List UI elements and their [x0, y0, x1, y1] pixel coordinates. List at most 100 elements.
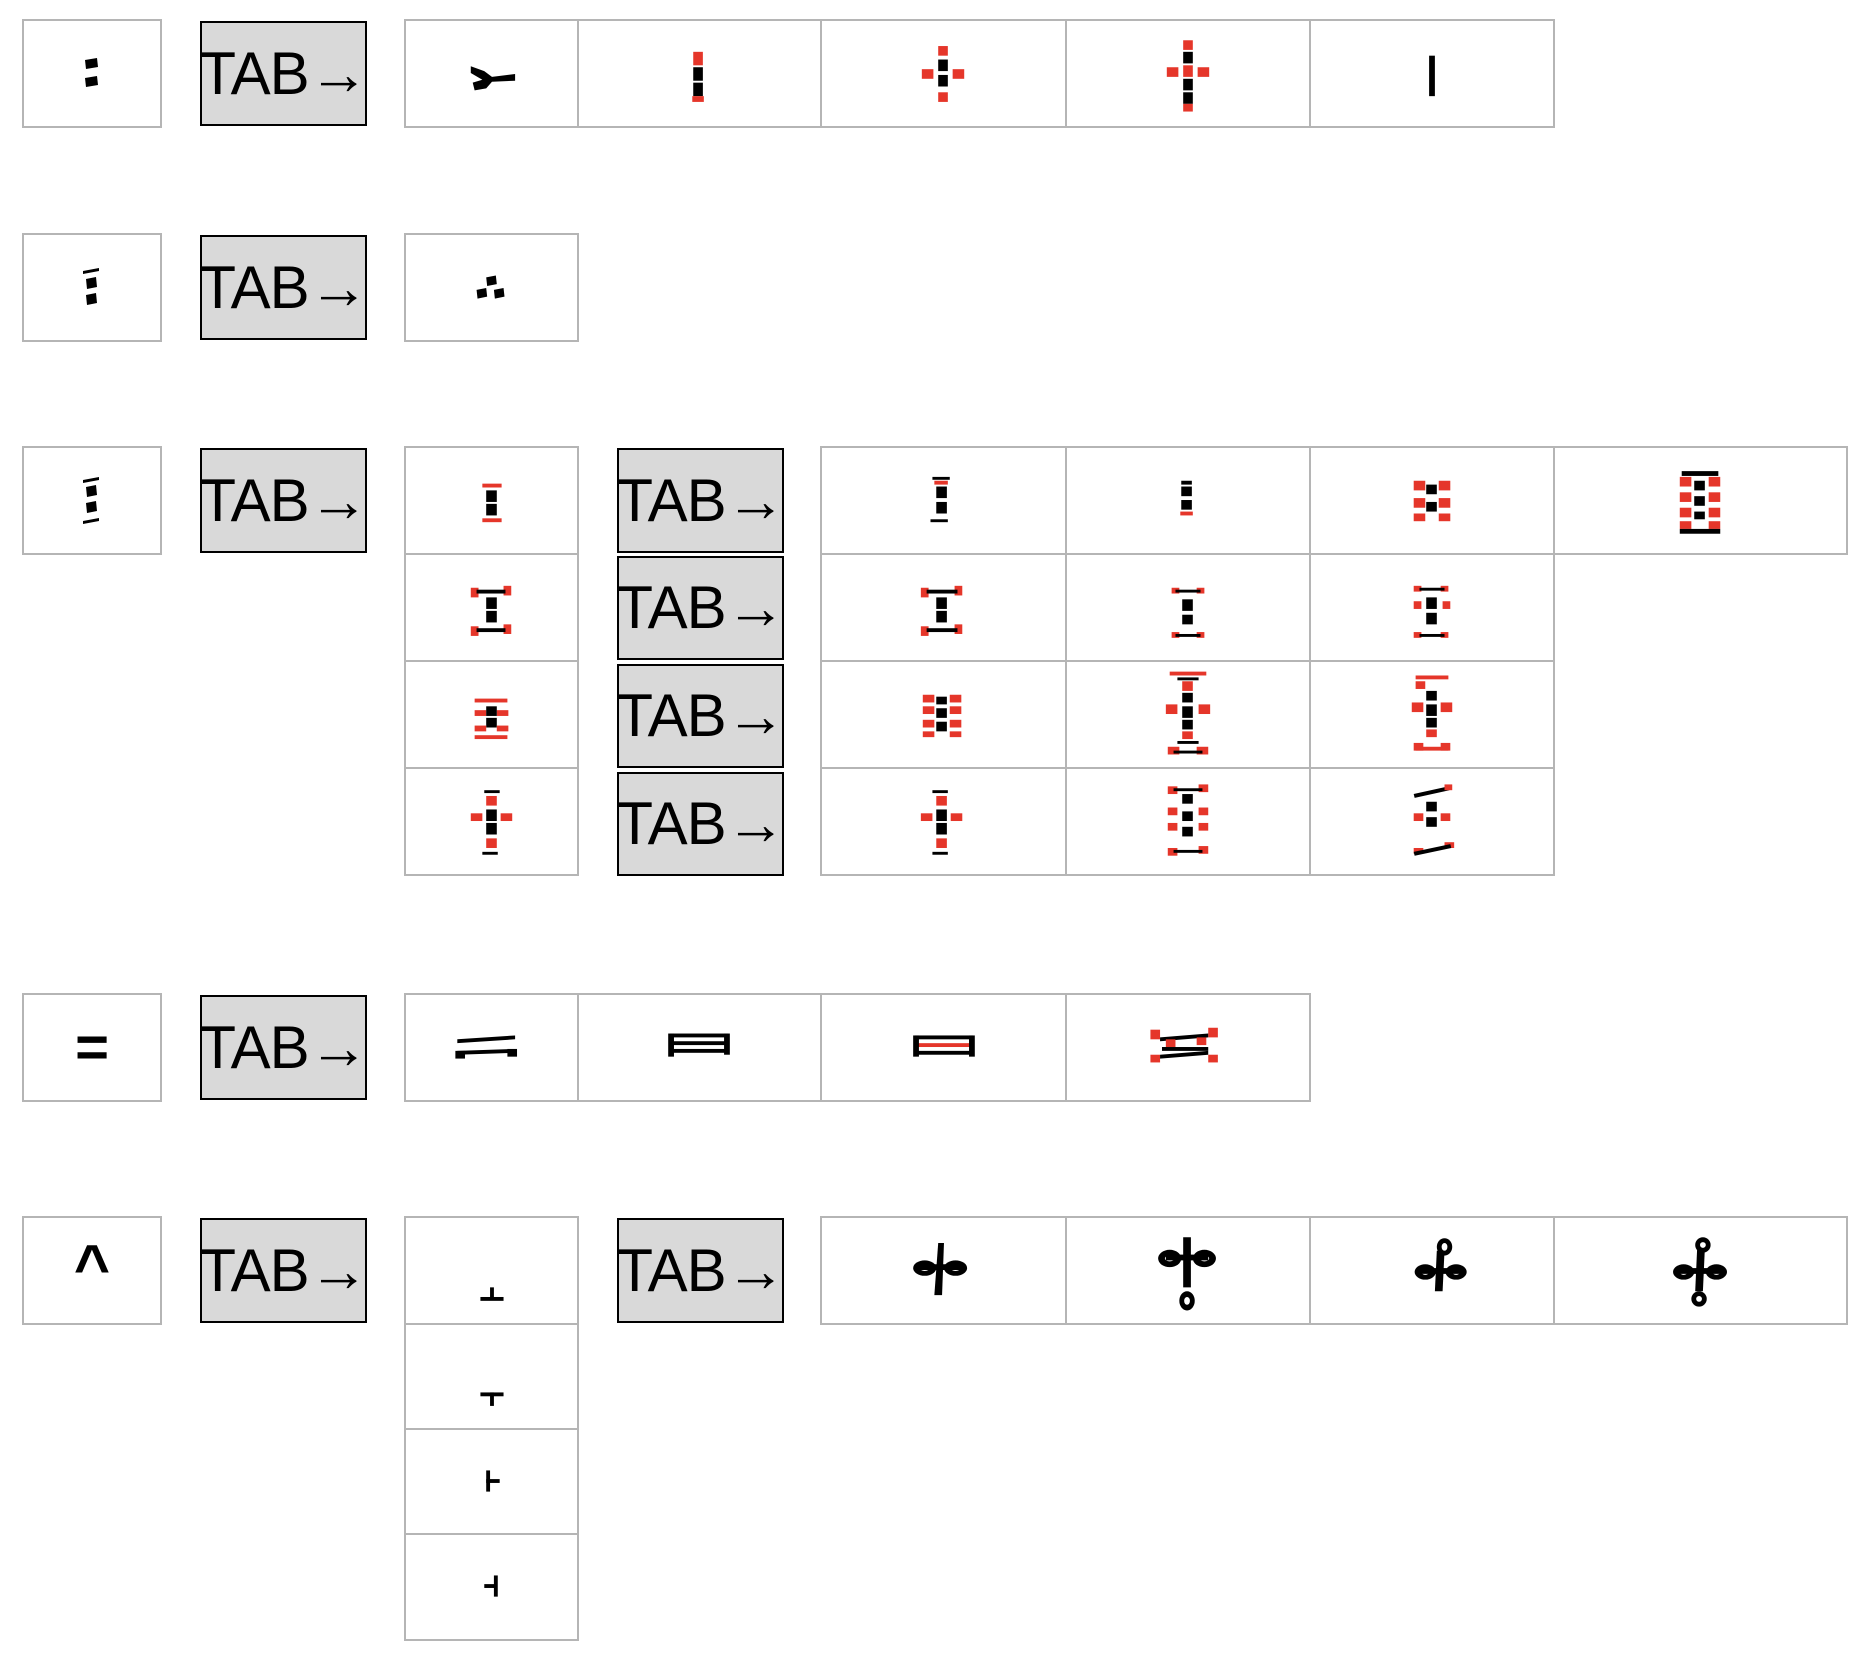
- glyph-cell[interactable]: [1309, 19, 1555, 128]
- bracketed-double-bar-glyph-icon: [1150, 1027, 1218, 1063]
- cross-bars-glyph-icon: [920, 790, 963, 855]
- cross-dotted-glyph-icon: [921, 46, 965, 102]
- tab-label: TAB→: [199, 39, 368, 107]
- vertical-dotted-glyph-icon: [692, 51, 704, 102]
- glyph-cell[interactable]: [1065, 993, 1311, 1102]
- key-equals-label: =: [75, 1014, 109, 1080]
- tab-label: TAB→: [616, 1236, 785, 1304]
- glyph-cell[interactable]: [820, 1216, 1067, 1325]
- double-bar-glyph-icon: [455, 1035, 518, 1059]
- double-dot-glyph-icon: [85, 57, 98, 87]
- tall-grid-dots-glyph-icon: [1679, 471, 1721, 534]
- glyph-cell[interactable]: [1553, 446, 1848, 555]
- bar-dots-bar-glyph-icon: [482, 483, 502, 523]
- cross-bars-glyph-icon: [470, 790, 513, 855]
- key-double-dot-bars[interactable]: [22, 446, 162, 555]
- glyph-cell[interactable]: [1065, 553, 1311, 662]
- tab-key[interactable]: TAB→: [616, 448, 786, 553]
- glyph-cell[interactable]: [404, 993, 579, 1102]
- bracketed-dots-glyph-icon: [470, 585, 512, 636]
- y-bar-glyph-icon: [470, 66, 516, 91]
- triple-bar-glyph-icon: [668, 1033, 730, 1057]
- glyph-cell[interactable]: [1309, 660, 1555, 769]
- glyph-cell[interactable]: [820, 660, 1067, 769]
- tab-key[interactable]: TAB→: [199, 1218, 369, 1323]
- glyph-cell[interactable]: [404, 1428, 579, 1535]
- loop-cross-top-glyph-icon: [1414, 1238, 1467, 1292]
- bracketed-dots-glyph-icon: [920, 585, 963, 636]
- tab-label: TAB→: [616, 574, 785, 641]
- glyph-cell[interactable]: [1065, 19, 1311, 128]
- loop-cross-glyph-icon: [913, 1243, 968, 1296]
- double-dot-bar-glyph-icon: [83, 267, 99, 305]
- glyph-cell[interactable]: [577, 993, 822, 1102]
- left-tack-glyph-icon: [484, 1575, 498, 1597]
- tall-cross-bracket-alt-glyph-icon: [1411, 675, 1453, 751]
- cross-bracket-dots-glyph-icon: [1413, 585, 1451, 638]
- glyph-cell[interactable]: [1309, 553, 1555, 662]
- glyph-cell[interactable]: [404, 19, 579, 128]
- glyph-cell[interactable]: [820, 446, 1067, 555]
- up-tack-glyph-icon: [480, 1287, 504, 1301]
- down-tack-glyph-icon: [480, 1392, 504, 1406]
- key-double-dot-bar[interactable]: [22, 233, 162, 342]
- tall-cross-bracket-glyph-icon: [1165, 671, 1211, 755]
- glyph-cell[interactable]: [1553, 1216, 1848, 1325]
- red-bars-dots-glyph-icon: [474, 698, 509, 740]
- compact-dots-glyph-icon: [1180, 480, 1193, 516]
- glyph-cell[interactable]: [404, 233, 579, 342]
- glyph-cell[interactable]: [1309, 767, 1555, 876]
- tab-key[interactable]: TAB→: [616, 1218, 786, 1323]
- glyph-cell[interactable]: [820, 993, 1067, 1102]
- glyph-cell[interactable]: [1309, 1216, 1555, 1325]
- cross-dotted-tall-glyph-icon: [1166, 40, 1210, 112]
- glyph-cell[interactable]: [577, 19, 822, 128]
- key-caret[interactable]: ^: [22, 1216, 162, 1325]
- glyph-cell[interactable]: [404, 767, 579, 876]
- tab-label: TAB→: [616, 682, 785, 749]
- tab-label: TAB→: [199, 1236, 368, 1304]
- key-equals[interactable]: =: [22, 993, 162, 1102]
- triple-dot-glyph-icon: [476, 275, 505, 299]
- key-double-dot[interactable]: [22, 19, 162, 128]
- glyph-cell[interactable]: [404, 446, 579, 555]
- triple-bar-red-glyph-icon: [913, 1035, 975, 1057]
- glyph-cell[interactable]: [1309, 446, 1555, 555]
- glyph-cell[interactable]: [404, 1216, 579, 1325]
- grid-dots-glyph-icon: [1413, 480, 1451, 522]
- bar-dots-glyph-icon: [930, 476, 950, 523]
- tab-label: TAB→: [616, 790, 785, 857]
- tab-key[interactable]: TAB→: [199, 995, 369, 1100]
- tab-key[interactable]: TAB→: [616, 772, 786, 876]
- vertical-bar-glyph-icon: [1429, 55, 1435, 97]
- stacked-grid-dots-glyph-icon: [922, 694, 962, 738]
- tab-label: TAB→: [199, 1013, 368, 1081]
- loop-cross-both-glyph-icon: [1673, 1237, 1727, 1307]
- glyph-cell[interactable]: [404, 660, 579, 769]
- tab-key[interactable]: TAB→: [199, 235, 369, 340]
- ladder-bars-glyph-icon: [1413, 784, 1455, 856]
- tab-key[interactable]: TAB→: [199, 21, 369, 126]
- glyph-cell[interactable]: [404, 553, 579, 662]
- glyph-cell[interactable]: [820, 19, 1067, 128]
- tab-label: TAB→: [616, 466, 785, 534]
- right-tack-glyph-icon: [486, 1470, 500, 1492]
- tab-key[interactable]: TAB→: [199, 448, 369, 553]
- glyph-cell[interactable]: [1065, 446, 1311, 555]
- glyph-cell[interactable]: [1065, 660, 1311, 769]
- tab-label: TAB→: [199, 253, 368, 321]
- glyph-cell[interactable]: [820, 553, 1067, 662]
- double-dot-bars-glyph-icon: [83, 476, 99, 524]
- glyph-cell[interactable]: [404, 1533, 579, 1641]
- tab-key[interactable]: TAB→: [616, 664, 786, 768]
- tab-key[interactable]: TAB→: [616, 556, 786, 660]
- key-caret-label: ^: [73, 1232, 111, 1302]
- glyph-cell[interactable]: [404, 1323, 579, 1432]
- ladder-dots-glyph-icon: [1167, 784, 1209, 856]
- loop-cross-tall-glyph-icon: [1158, 1237, 1216, 1311]
- light-bracket-dots-glyph-icon: [1171, 587, 1205, 638]
- glyph-cell[interactable]: [1065, 767, 1311, 876]
- glyph-cell[interactable]: [820, 767, 1067, 876]
- glyph-cell[interactable]: [1065, 1216, 1311, 1325]
- tab-label: TAB→: [199, 466, 368, 534]
